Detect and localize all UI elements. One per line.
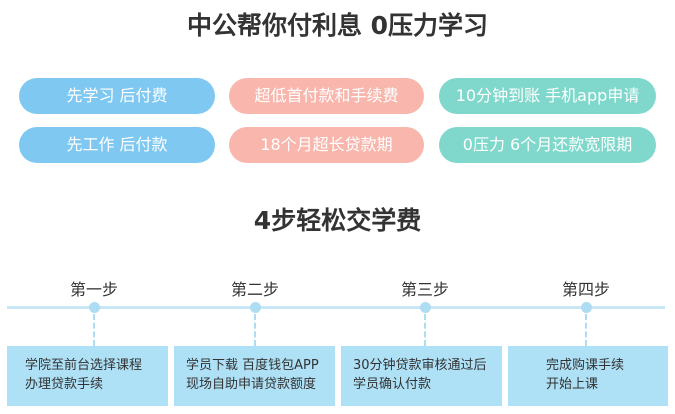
step-desc-2: 学员下载 百度钱包APP 现场自助申请贷款额度 <box>174 346 335 406</box>
step-desc-4: 完成购课手续 开始上课 <box>508 346 668 406</box>
feature-pill-study-first: 先学习 后付费 <box>19 78 215 114</box>
timeline-dot-1 <box>89 302 100 313</box>
timeline-connector-2 <box>254 314 256 346</box>
timeline-dot-3 <box>420 302 431 313</box>
step-label-3: 第三步 <box>400 280 449 299</box>
page-title: 中公帮你付利息 0压力学习 <box>186 11 489 40</box>
timeline-line <box>7 306 665 309</box>
timeline-connector-4 <box>585 314 587 346</box>
timeline-dot-4 <box>581 302 592 313</box>
step-label-2: 第二步 <box>230 280 279 299</box>
step-desc-3: 30分钟贷款审核通过后 学员确认付款 <box>341 346 502 406</box>
step-label-1: 第一步 <box>69 280 118 299</box>
feature-pill-work-first: 先工作 后付款 <box>19 127 215 163</box>
step-desc-1: 学院至前台选择课程 办理贷款手续 <box>7 346 168 406</box>
step-label-4: 第四步 <box>561 280 610 299</box>
timeline-connector-1 <box>93 314 95 346</box>
feature-pill-fast-approval: 10分钟到账 手机app申请 <box>439 78 656 114</box>
feature-pill-grace-period: 0压力 6个月还款宽限期 <box>439 127 656 163</box>
steps-title: 4步轻松交学费 <box>253 206 422 235</box>
feature-pill-low-down-payment: 超低首付款和手续费 <box>229 78 424 114</box>
timeline-dot-2 <box>250 302 261 313</box>
timeline-connector-3 <box>424 314 426 346</box>
feature-pill-long-term: 18个月超长贷款期 <box>229 127 424 163</box>
